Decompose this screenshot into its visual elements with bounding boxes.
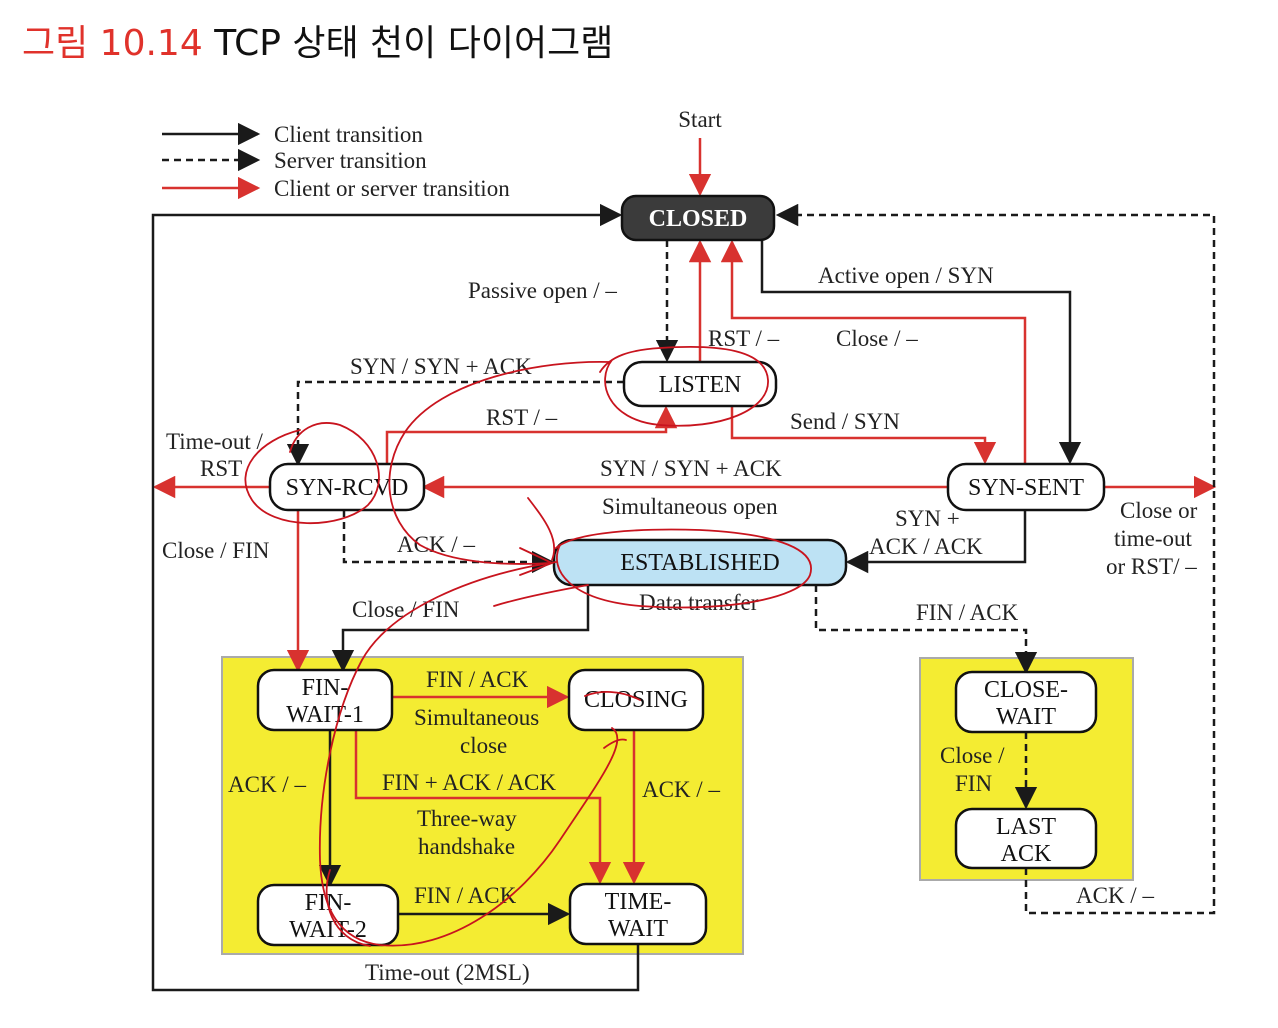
state-syn-rcvd-label: SYN-RCVD	[286, 475, 409, 501]
state-time-wait-line2: WAIT	[608, 916, 668, 942]
label-simultaneous-open: Simultaneous open	[602, 494, 778, 519]
label-close-fin-left: Close / FIN	[162, 538, 270, 563]
label-timeout: time-out	[1114, 526, 1193, 551]
label-timeout-2msl: Time-out (2MSL)	[365, 960, 530, 985]
label-fin-ack-fw2: FIN / ACK	[414, 883, 517, 908]
label-syn-synack: SYN / SYN + ACK	[350, 354, 532, 379]
label-close-or: Close or	[1120, 498, 1198, 523]
state-last-ack-line2: ACK	[1001, 841, 1052, 867]
label-start: Start	[678, 107, 722, 132]
transition-labels: Start Passive open / – Active open / SYN…	[162, 107, 1198, 985]
label-timeout-rst-1: Time-out /	[166, 429, 264, 454]
state-listen: LISTEN	[622, 360, 778, 408]
caption-number: 그림 10.14	[22, 23, 203, 64]
label-close-fin-est: Close / FIN	[352, 597, 460, 622]
state-closing-label: CLOSING	[584, 687, 688, 713]
label-passive-open: Passive open / –	[468, 278, 617, 303]
state-fin-wait-1: FIN- WAIT-1	[256, 668, 394, 732]
state-fin-wait-2-line2: WAIT-2	[289, 917, 367, 943]
label-ack-dash-last: ACK / –	[1076, 883, 1154, 908]
state-fin-wait-1-line1: FIN-	[302, 675, 349, 701]
state-fin-wait-2: FIN- WAIT-2	[256, 883, 400, 947]
label-handshake: handshake	[418, 834, 515, 859]
state-last-ack-line1: LAST	[996, 814, 1056, 840]
legend-client: Client transition	[274, 122, 423, 147]
label-timeout-rst-2: RST	[200, 456, 242, 481]
label-close-slash: Close /	[940, 743, 1005, 768]
label-ack-dash-closing: ACK / –	[642, 777, 720, 802]
state-syn-sent: SYN-SENT	[946, 462, 1106, 512]
legend-both: Client or server transition	[274, 176, 510, 201]
state-time-wait-line1: TIME-	[605, 889, 672, 915]
label-syn-synack-mid: SYN / SYN + ACK	[600, 456, 782, 481]
label-fin-ack-right: FIN / ACK	[916, 600, 1019, 625]
state-close-wait-line1: CLOSE-	[984, 677, 1068, 703]
handwritten-annotations	[244, 345, 812, 947]
label-or-rst: or RST/ –	[1106, 554, 1197, 579]
caption-title: TCP 상태 천이 다이어그램	[214, 23, 614, 64]
state-closed-label: CLOSED	[649, 206, 748, 232]
label-simultaneous: Simultaneous	[414, 705, 539, 730]
label-send-syn: Send / SYN	[790, 409, 900, 434]
state-established: ESTABLISHED	[552, 538, 848, 587]
label-syn-plus: SYN +	[895, 506, 960, 531]
label-ack-ack: ACK / ACK	[869, 534, 983, 559]
state-established-label: ESTABLISHED	[620, 550, 779, 576]
state-close-wait: CLOSE- WAIT	[954, 670, 1098, 734]
label-ack-dash-fw1: ACK / –	[228, 772, 306, 797]
legend: Client transition Server transition Clie…	[162, 122, 510, 201]
label-close-word: close	[460, 733, 507, 758]
label-fin-word: FIN	[955, 771, 992, 796]
figure-caption: 그림 10.14 TCP 상태 천이 다이어그램	[22, 14, 613, 66]
state-close-wait-line2: WAIT	[996, 704, 1056, 730]
legend-server: Server transition	[274, 148, 427, 173]
label-fin-ack-closing: FIN / ACK	[426, 667, 529, 692]
label-fin-ack-ack: FIN + ACK / ACK	[382, 770, 556, 795]
state-time-wait: TIME- WAIT	[568, 882, 708, 946]
state-closing: CLOSING	[567, 668, 705, 732]
label-close-dash: Close / –	[836, 326, 918, 351]
label-rst-rcvd: RST / –	[486, 405, 558, 430]
state-syn-sent-label: SYN-SENT	[968, 475, 1084, 501]
state-listen-label: LISTEN	[659, 372, 742, 398]
state-fin-wait-1-line2: WAIT-1	[286, 702, 364, 728]
label-rst-listen: RST / –	[708, 326, 780, 351]
label-active-open: Active open / SYN	[818, 263, 994, 288]
label-three-way: Three-way	[417, 806, 517, 831]
label-data-transfer: Data transfer	[639, 590, 759, 615]
state-syn-rcvd: SYN-RCVD	[268, 462, 426, 512]
transitions	[151, 138, 1217, 992]
state-closed: CLOSED	[620, 194, 776, 242]
state-last-ack: LAST ACK	[954, 807, 1098, 870]
